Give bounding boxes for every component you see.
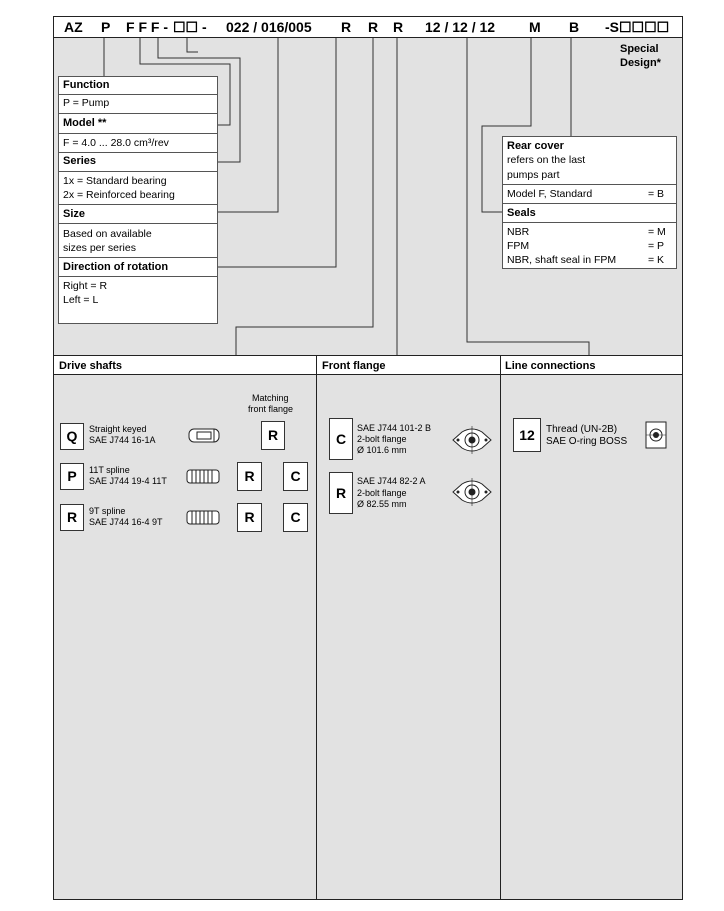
size-value-1: Based on available [63,228,152,240]
function-value: P = Pump [63,97,110,109]
flange-desc-2: 2-bolt flange [357,434,407,444]
code-m: M [529,19,541,35]
special-design-line2: Design* [620,57,661,69]
seals-title: Seals [507,207,536,219]
code-size: 022 / 016/005 [226,19,312,35]
shaft-desc-2: SAE J744 16-4 9T [89,517,163,527]
size-title: Size [63,208,86,220]
right-spec-table [502,136,677,269]
model-value: F = 4.0 ... 28.0 cm³/rev [63,137,169,149]
straight-keyed-shaft-icon [188,428,220,443]
shaft-desc-1: 11T spline [89,465,130,475]
code-r3: R [393,19,404,35]
spline-shaft-icon [186,510,220,525]
shaft-desc-1: Straight keyed [89,424,147,434]
seal-name: NBR, shaft seal in FPM [507,254,617,266]
matching-label-1: Matching [252,393,289,403]
left-spec-table [58,76,218,324]
code-boxes: ☐☐ - [173,19,207,35]
rear-cover-value-1: refers on the last [507,154,586,166]
seal-name: NBR [507,226,530,238]
function-title: Function [63,79,110,91]
series-value-1: 1x = Standard bearing [63,175,167,187]
matching-flange-c: C [283,503,308,532]
code-conn: 12 / 12 / 12 [425,19,496,35]
two-bolt-flange-icon [452,478,492,506]
drive-shafts-header: Drive shafts [59,360,122,372]
oring-boss-port-icon [645,421,667,449]
series-title: Series [63,155,97,167]
rotation-title: Direction of rotation [63,261,169,273]
rear-model: Model F, Standard [507,188,593,200]
rear-cover-title: Rear cover [507,140,564,152]
seal-code: = P [648,240,665,252]
connection-code: 12 [513,418,541,452]
rear-cover-value-2: pumps part [507,169,560,181]
seal-code: = K [648,254,665,266]
rotation-value-2: Left = L [63,294,99,306]
size-value-2: sizes per series [63,242,136,254]
shaft-code-q: Q [60,423,84,450]
code-special: -S☐☐☐☐ [605,19,670,35]
ordering-code-bar [53,16,683,38]
front-flange-header: Front flange [322,360,386,372]
flange-code-c: C [329,418,353,460]
flange-desc-1: SAE J744 82-2 A [357,476,426,486]
flange-desc-2: 2-bolt flange [357,488,407,498]
matching-flange-r: R [237,503,262,532]
series-value-2: 2x = Reinforced bearing [63,189,175,201]
code-b: B [569,19,580,35]
flange-desc-1: SAE J744 101-2 B [357,423,432,433]
special-design-line1: Special [620,43,659,55]
two-bolt-flange-icon [452,426,492,454]
spline-shaft-icon [186,469,220,484]
flange-code-r: R [329,472,353,514]
shaft-code-r: R [60,504,84,531]
matching-flange-r: R [261,421,285,450]
seal-code: = M [648,226,666,238]
matching-label-2: front flange [248,404,294,414]
line-connections-header: Line connections [505,360,596,372]
matching-flange-r: R [237,462,262,491]
connection-desc-2: SAE O-ring BOSS [546,436,628,447]
connection-desc-1: Thread (UN-2B) [546,424,618,435]
flange-desc-3: Ø 82.55 mm [357,499,407,509]
matching-flange-c: C [283,462,308,491]
flange-desc-3: Ø 101.6 mm [357,445,407,455]
rear-model-code: = B [648,188,665,200]
code-r2: R [368,19,379,35]
seal-name: FPM [507,240,530,252]
rotation-value-1: Right = R [63,280,108,292]
model-title: Model ** [63,117,107,129]
shaft-desc-1: 9T spline [89,506,126,516]
code-p: P [101,19,111,35]
code-az: AZ [64,19,83,35]
shaft-desc-2: SAE J744 16-1A [89,435,156,445]
code-r1: R [341,19,352,35]
code-fff: F F F - [126,19,168,35]
shaft-desc-2: SAE J744 19-4 11T [89,476,167,486]
shaft-code-p: P [60,463,84,490]
